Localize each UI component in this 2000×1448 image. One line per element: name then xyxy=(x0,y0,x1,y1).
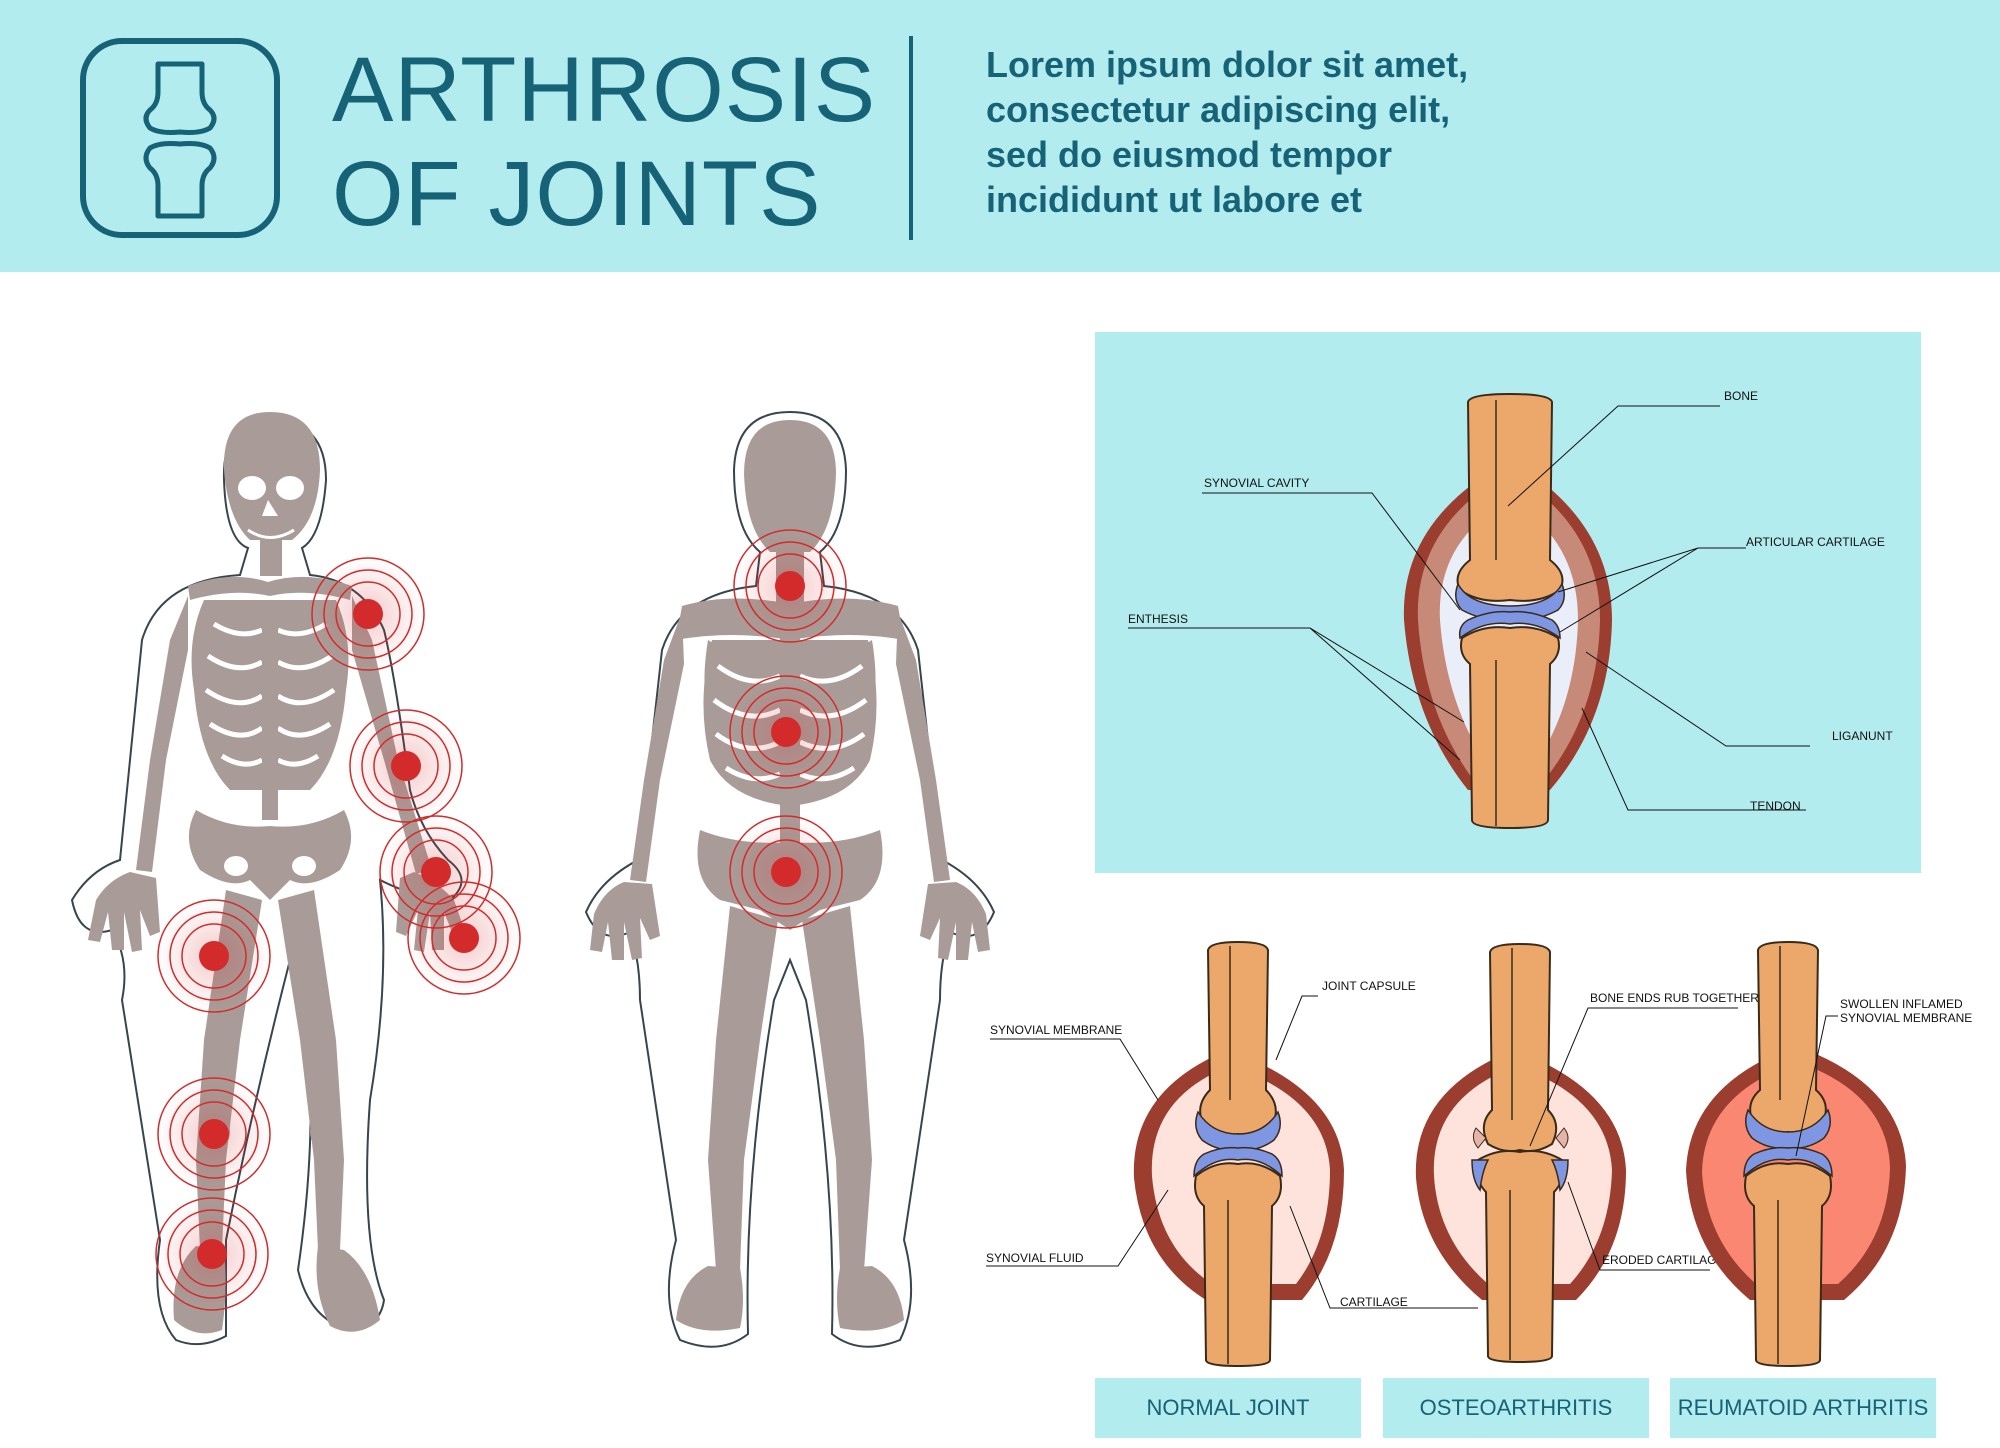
pain-marker-thoracic-spine xyxy=(729,675,843,789)
label-synovial-cavity: SYNOVIAL CAVITY xyxy=(1204,476,1309,490)
label-bone: BONE xyxy=(1724,389,1758,403)
normal-joint-diagram: SYNOVIAL MEMBRANE SYNOVIAL FLUID JOINT C… xyxy=(986,940,1478,1368)
intro-line-4: incididunt ut labore et xyxy=(986,179,1362,220)
pain-markers-back xyxy=(729,529,847,929)
pain-marker-elbow xyxy=(349,709,463,823)
label-joint-capsule: JOINT CAPSULE xyxy=(1322,979,1416,993)
pain-marker-lumbar-spine xyxy=(729,815,843,929)
caption-normal-joint: NORMAL JOINT xyxy=(1095,1378,1361,1438)
label-cartilage: CARTILAGE xyxy=(1340,1295,1408,1309)
rheumatoid-arthritis-diagram: SWOLLEN INFLAMED SYNOVIAL MEMBRANE xyxy=(1686,940,1972,1368)
joint-anatomy-panel: BONE SYNOVIAL CAVITY ARTICULAR CARTILAGE… xyxy=(1095,332,1921,873)
label-articular-cartilage: ARTICULAR CARTILAGE xyxy=(1746,535,1885,549)
caption-osteoarthritis: OSTEOARTHRITIS xyxy=(1383,1378,1649,1438)
label-enthesis: ENTHESIS xyxy=(1128,612,1188,626)
label-swollen-line-2: SYNOVIAL MEMBRANE xyxy=(1840,1011,1972,1025)
logo-badge xyxy=(80,38,280,238)
intro-line-3: sed do eiusmod tempor xyxy=(986,134,1393,175)
pain-markers-front xyxy=(155,557,521,1311)
pain-marker-hand xyxy=(407,881,521,995)
label-swollen-line-1: SWOLLEN INFLAMED xyxy=(1840,997,1963,1011)
caption-reumatoid-arthritis: REUMATOID ARTHRITIS xyxy=(1670,1378,1936,1438)
label-liganunt: LIGANUNT xyxy=(1832,729,1893,743)
label-bone-ends-rub: BONE ENDS RUB TOGETHER xyxy=(1590,991,1759,1005)
intro-line-2: consectetur adipiscing elit, xyxy=(986,89,1451,130)
title-line-2: OF JOINTS xyxy=(332,143,822,245)
pain-marker-knee xyxy=(157,1077,271,1191)
joint-bone-icon xyxy=(143,61,217,219)
osteoarthritis-diagram: BONE ENDS RUB TOGETHER ERODED CARTILAGE xyxy=(1415,942,1759,1364)
page-title: ARTHROSIS OF JOINTS xyxy=(332,38,876,246)
pain-marker-neck xyxy=(733,529,847,643)
label-tendon: TENDON xyxy=(1750,799,1801,813)
pain-marker-shoulder xyxy=(311,557,425,671)
pain-marker-ankle xyxy=(155,1197,269,1311)
pain-marker-hip xyxy=(157,899,271,1013)
intro-text: Lorem ipsum dolor sit amet, consectetur … xyxy=(986,42,1468,222)
title-line-1: ARTHROSIS xyxy=(332,39,877,141)
intro-line-1: Lorem ipsum dolor sit amet, xyxy=(986,44,1469,85)
header-banner: ARTHROSIS OF JOINTS Lorem ipsum dolor si… xyxy=(0,0,2000,272)
label-eroded-cartilage: ERODED CARTILAGE xyxy=(1602,1253,1724,1267)
header-divider xyxy=(909,36,913,240)
label-synovial-membrane: SYNOVIAL MEMBRANE xyxy=(990,1023,1122,1037)
label-synovial-fluid: SYNOVIAL FLUID xyxy=(986,1251,1084,1265)
